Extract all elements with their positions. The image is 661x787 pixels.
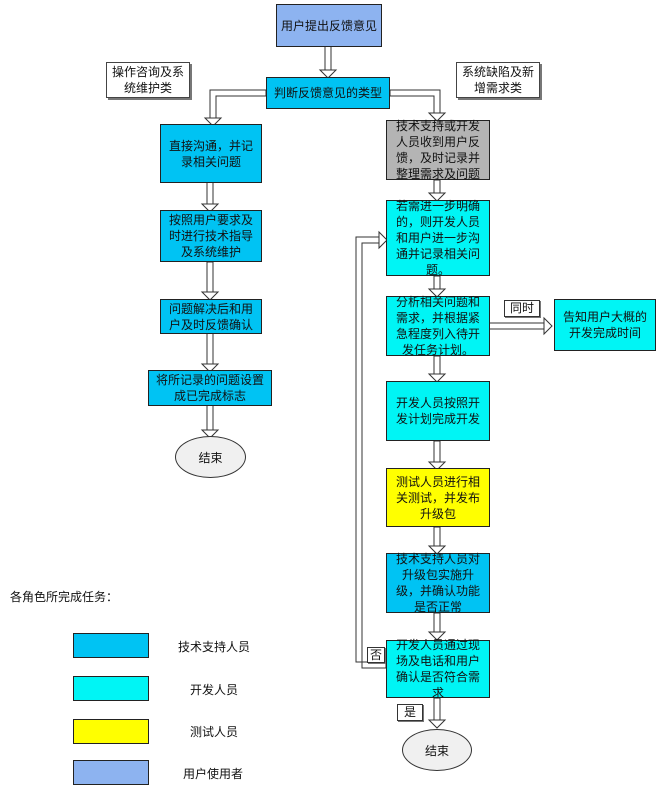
arrow-user-to-judge [318,45,338,79]
node-analyze: 分析相关问题和需求，并根据紧急程度列入待开发任务计划。 [386,295,490,357]
tag-same-time: 同时 [504,300,540,317]
node-end-right: 结束 [402,729,472,771]
legend-swatch-tester [73,719,149,744]
legend-label-user: 用户使用者 [183,767,244,781]
note-left: 操作咨询及系统维护类 [106,62,190,98]
note-right: 系统缺陷及新增需求类 [456,62,540,98]
legend-swatch-tech-support [73,633,149,658]
node-end-left: 结束 [175,436,246,478]
tag-no: 否 [367,647,385,663]
arrow-same-time [487,316,553,336]
node-mark-done: 将所记录的问题设置成已完成标志 [148,370,272,406]
arrow-right-7 [427,697,447,729]
arrow-right-6 [427,612,447,641]
node-user-submit: 用户提出反馈意见 [276,4,382,47]
arrow-right-4 [427,440,447,471]
arrow-right-5 [427,526,447,555]
arrow-left-1 [200,181,220,213]
node-record-issue: 技术支持或开发人员收到用户反馈，及时记录并整理需求及问题 [386,119,490,181]
legend-label-tester: 测试人员 [190,725,239,739]
node-resolve-confirm: 问题解决后和用户及时反馈确认 [160,299,262,334]
arrow-left-4 [200,404,220,439]
tag-yes: 是 [397,704,423,721]
node-develop: 开发人员按照开发计划完成开发 [386,381,490,441]
node-judge-type: 判断反馈意见的类型 [266,77,390,109]
node-tech-guide: 按照用户要求及时进行技术指导及系统维护 [160,210,262,262]
arrow-judge-left [203,89,267,127]
legend-title: 各角色所完成任务： [10,590,119,604]
node-direct-comm: 直接沟通，并记录相关问题 [160,124,262,183]
legend-swatch-developer [73,676,149,701]
node-confirm: 开发人员通过现场及电话和用户确认是否符合需求 [386,638,490,700]
legend-swatch-user [73,760,149,785]
arrow-left-2 [200,261,220,301]
arrow-left-3 [200,332,220,373]
arrow-right-3 [427,355,447,383]
legend-label-developer: 开发人员 [190,683,239,697]
node-further-comm: 若需进一步明确的，则开发人员和用户进一步沟通并记录相关问题。 [386,199,490,277]
arrow-right-2 [427,275,447,298]
arrow-right-1 [427,179,447,202]
arrow-loop-back [355,230,388,669]
node-test: 测试人员进行相关测试，并发布升级包 [386,468,490,527]
node-upgrade: 技术支持人员对升级包实施升级，并确认功能是否正常 [386,552,490,614]
node-notify: 告知用户大概的开发完成时间 [554,299,656,351]
legend-label-tech-support: 技术支持人员 [178,640,251,654]
arrow-judge-right [389,89,447,122]
